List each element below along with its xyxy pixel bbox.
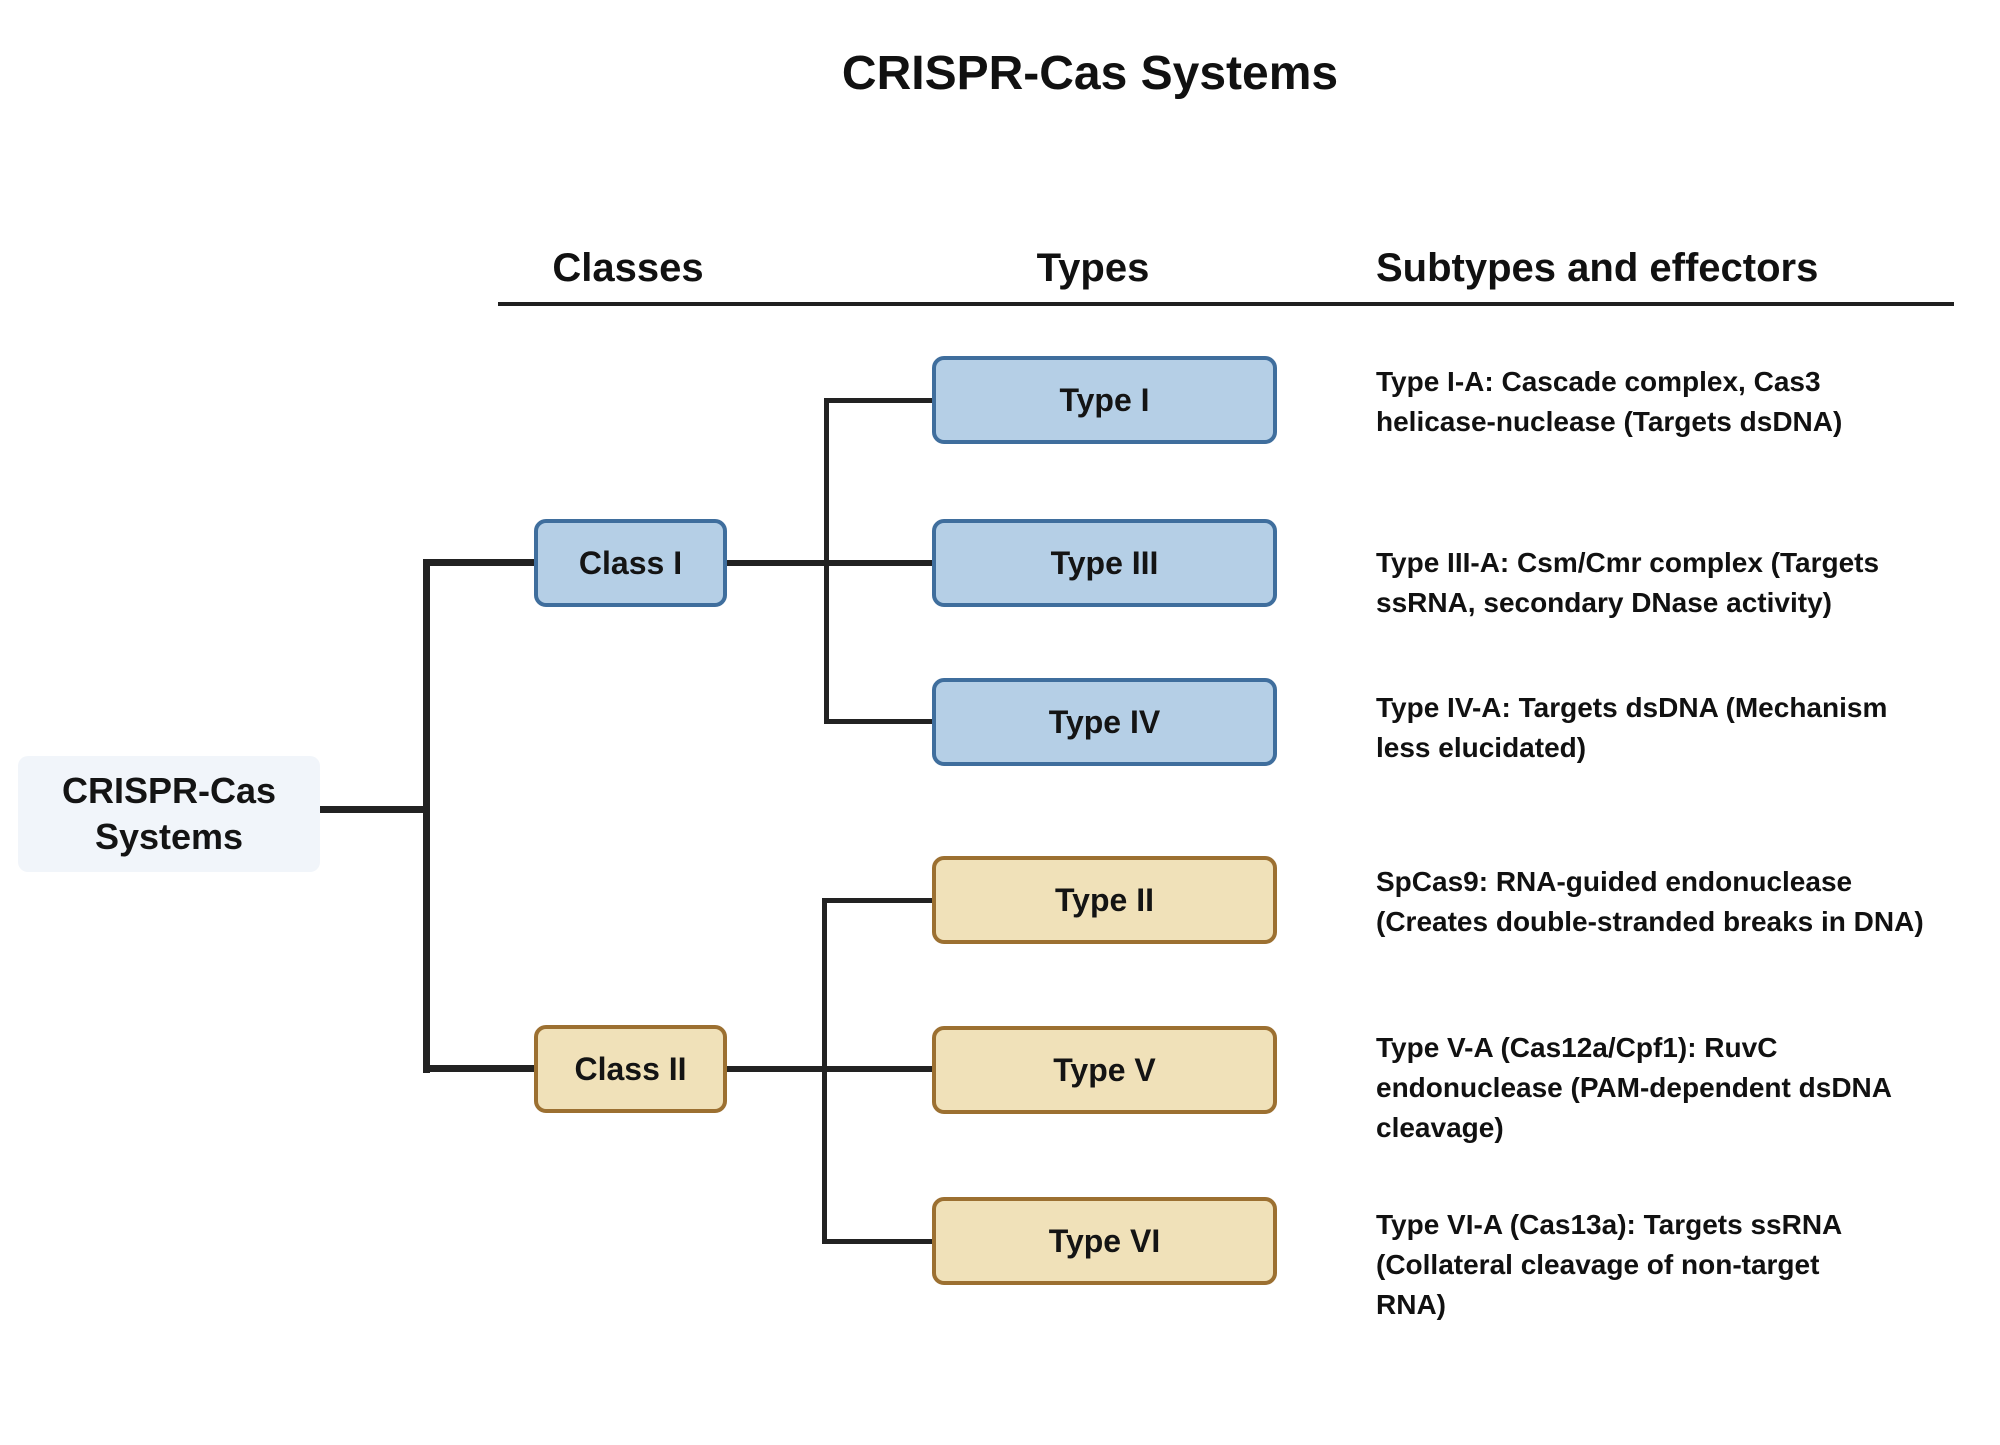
- connector-type2-horizontal: [822, 898, 932, 903]
- class-i-node: Class I: [534, 519, 727, 607]
- type-ii-node: Type II: [932, 856, 1277, 944]
- type-v-node: Type V: [932, 1026, 1277, 1114]
- column-header-subtypes: Subtypes and effectors: [1376, 246, 1819, 290]
- type-iv-node: Type IV: [932, 678, 1277, 766]
- connector-class1-to-type3: [727, 560, 932, 566]
- description-type-iii-a: Type III-A: Csm/Cmr complex (Targets ssR…: [1376, 547, 1880, 618]
- description-type-vi-a: Type VI-A (Cas13a): Targets ssRNA (Colla…: [1376, 1209, 1843, 1320]
- connector-class2-to-type5: [727, 1066, 932, 1072]
- connector-root-horizontal: [318, 806, 429, 813]
- description-type-iv-a: Type IV-A: Targets dsDNA (Mechanism less…: [1376, 692, 1888, 763]
- connector-class2-branch-vertical: [822, 898, 827, 1244]
- connector-class1-horizontal: [423, 559, 534, 566]
- column-header-classes: Classes: [552, 246, 704, 290]
- connector-type1-horizontal: [824, 398, 932, 403]
- type-iii-node: Type III: [932, 519, 1277, 607]
- description-type-v-a: Type V-A (Cas12a/Cpf1): RuvC endonucleas…: [1376, 1032, 1892, 1143]
- column-header-types: Types: [1036, 246, 1150, 290]
- description-type-i-a: Type I-A: Cascade complex, Cas3 helicase…: [1376, 366, 1843, 437]
- page-title: CRISPR-Cas Systems: [841, 47, 1339, 100]
- connector-type4-horizontal: [824, 719, 932, 724]
- type-i-node: Type I: [932, 356, 1277, 444]
- connector-trunk-vertical: [423, 559, 430, 1073]
- class-ii-node: Class II: [534, 1025, 727, 1113]
- type-vi-node: Type VI: [932, 1197, 1277, 1285]
- connector-class1-branch-vertical: [824, 398, 829, 724]
- description-spcas9: SpCas9: RNA-guided endonuclease (Creates…: [1376, 866, 1924, 937]
- header-divider-line: [498, 302, 1954, 306]
- connector-class2-horizontal: [423, 1065, 534, 1072]
- connector-type6-horizontal: [822, 1239, 932, 1244]
- root-node-crispr-cas-systems: CRISPR-Cas Systems: [18, 756, 320, 872]
